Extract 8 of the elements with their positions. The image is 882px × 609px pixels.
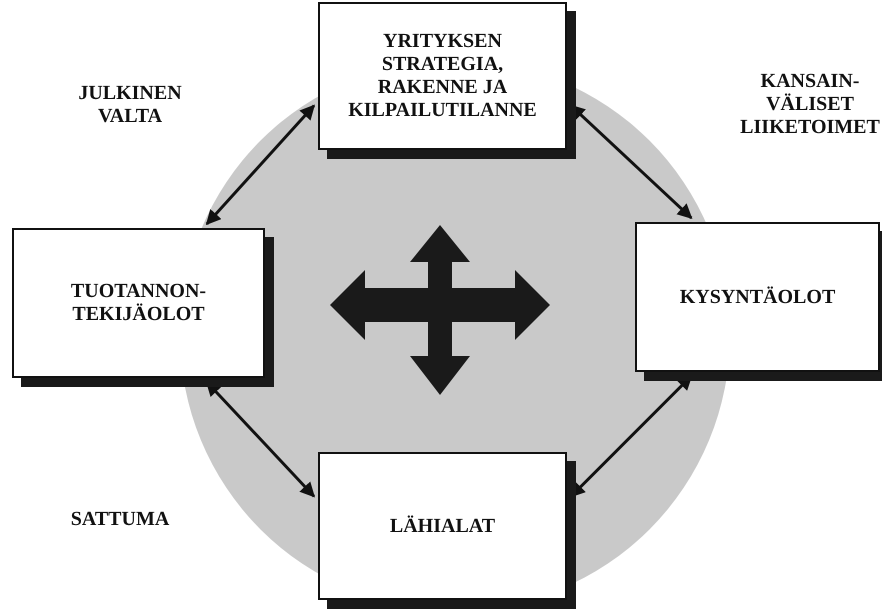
box-label: TUOTANNON- TEKIJÄOLOT xyxy=(70,280,208,326)
double-arrow xyxy=(206,104,316,226)
factor-label: JULKINEN VALTA xyxy=(77,82,183,128)
box-label: LÄHIALAT xyxy=(390,514,496,538)
factor-label: KANSAIN- VÄLISET LIIKETOIMET xyxy=(740,70,880,139)
factor-label: SATTUMA xyxy=(70,508,170,531)
box-label: KYSYNTÄOLOT xyxy=(680,286,836,308)
box-label: YRITYKSEN STRATEGIA, RAKENNE JA KILPAILUTILANNE xyxy=(348,30,538,122)
